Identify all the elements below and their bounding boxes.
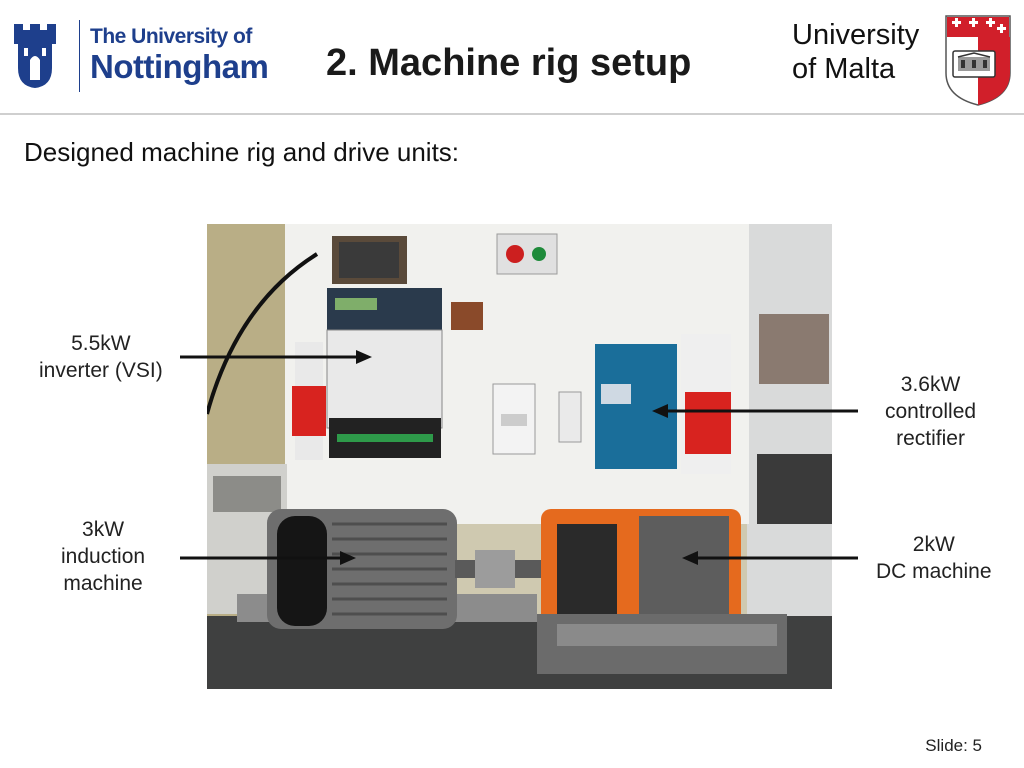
nottingham-logo: The University of Nottingham (8, 20, 278, 92)
slide-header: The University of Nottingham 2. Machine … (0, 0, 1024, 113)
rectifier-label: 3.6kW controlled rectifier (885, 371, 976, 452)
malta-logo-line-1: University (792, 19, 920, 51)
castle-crest-icon (14, 24, 56, 88)
induction-machine-label: 3kW induction machine (61, 516, 145, 597)
induction-label-line-2: induction (61, 545, 146, 568)
induction-label-line-1: 3kW (82, 518, 125, 541)
machine-rig-photo (207, 224, 832, 689)
rectifier-label-line-1: 3.6kW (900, 373, 961, 396)
logo-line-2: Nottingham (90, 48, 269, 85)
rectifier-label-line-2: controlled (885, 400, 977, 423)
inverter-label-line-1: 5.5kW (71, 332, 131, 355)
inverter-label-line-2: inverter (VSI) (39, 359, 163, 382)
title-text: Machine rig setup (368, 42, 692, 84)
header-divider (0, 113, 1024, 115)
dc-label-line-2: DC machine (876, 560, 992, 583)
dc-machine-label: 2kW DC machine (876, 531, 992, 585)
title-number: 2. (326, 42, 358, 84)
malta-logo-line-2: of Malta (792, 53, 896, 85)
logo-line-1: The University of (90, 25, 252, 48)
malta-logo-text: University of Malta (792, 18, 919, 86)
dc-label-line-1: 2kW (912, 533, 955, 556)
rectifier-label-line-3: rectifier (896, 427, 965, 450)
intro-text: Designed machine rig and drive units: (24, 137, 460, 167)
logo-divider (79, 20, 80, 92)
induction-label-line-3: machine (63, 572, 143, 595)
slide-title: 2. Machine rig setup (326, 42, 691, 85)
slide-number: Slide: 5 (925, 736, 982, 755)
inverter-label: 5.5kW inverter (VSI) (39, 330, 163, 384)
university-of-malta-shield-icon (945, 15, 1011, 106)
